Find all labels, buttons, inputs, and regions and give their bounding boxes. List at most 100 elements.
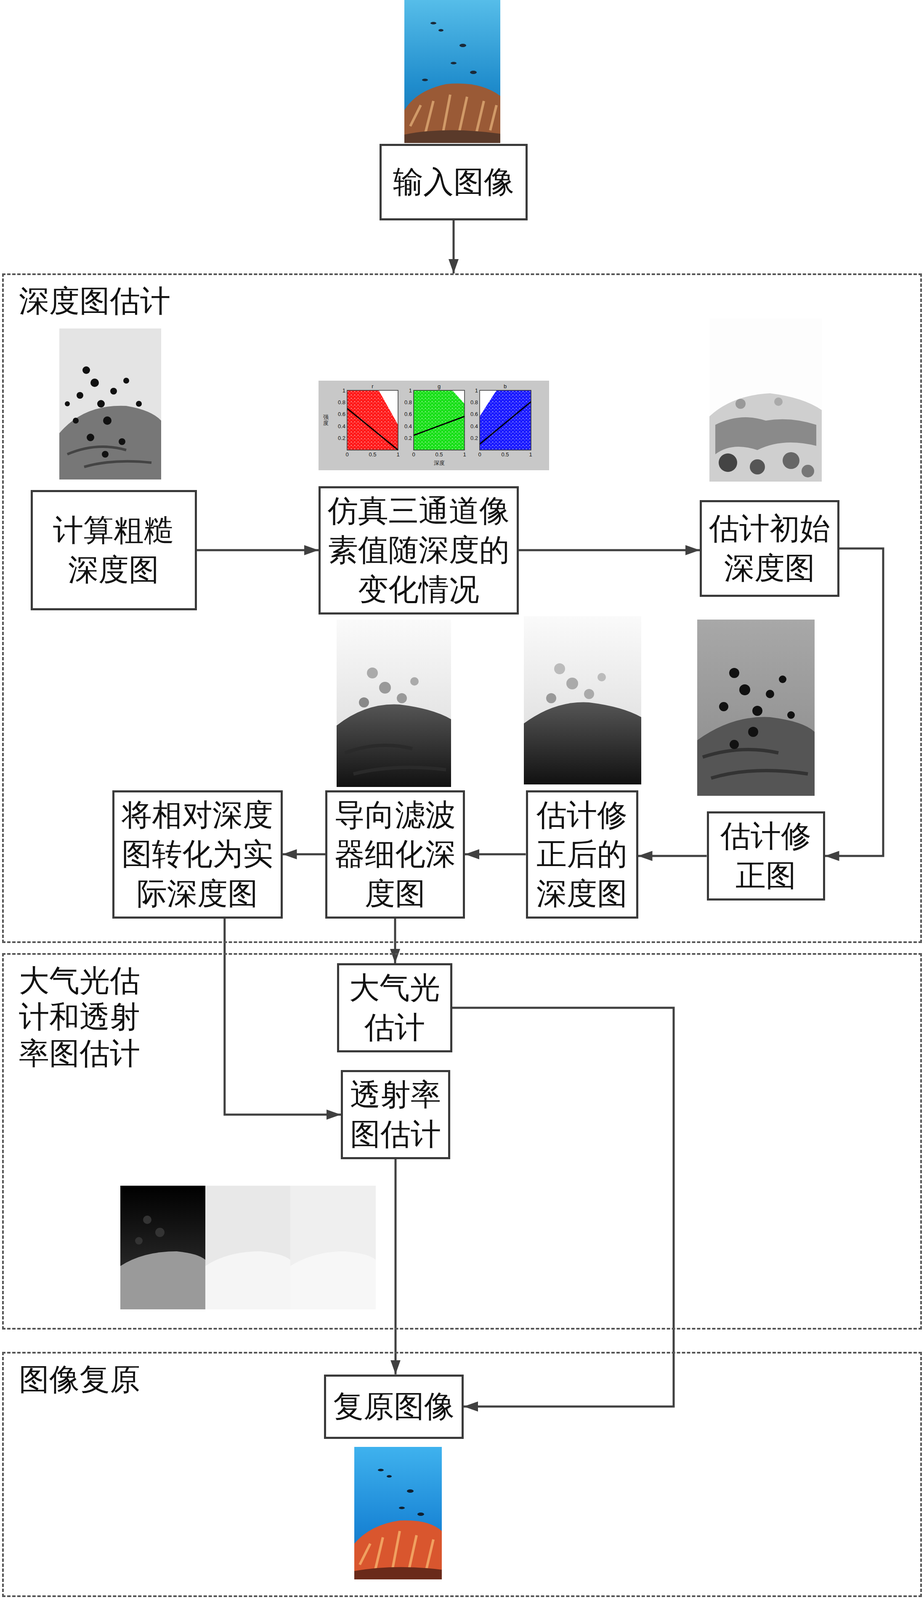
coarse-depth-map-part bbox=[101, 451, 109, 458]
channel-scatter-plots-part bbox=[479, 390, 532, 451]
correction-map-part bbox=[748, 727, 759, 738]
coarse-depth-map bbox=[59, 328, 162, 480]
axis-tick: 1 bbox=[408, 387, 412, 394]
axis-tick: 1 bbox=[462, 451, 466, 458]
axis-tick: 0.6 bbox=[470, 411, 478, 417]
transmission-maps-part bbox=[120, 1186, 206, 1310]
initial-depth-map bbox=[709, 318, 822, 482]
coarse-depth-map-part bbox=[72, 417, 79, 424]
box-text: 导向滤波 器细化深 度图 bbox=[334, 795, 456, 914]
axis-tick: 0.4 bbox=[337, 423, 346, 430]
guided-filter-depth-map-part bbox=[358, 697, 370, 708]
correction-map-part bbox=[702, 749, 808, 779]
process-box: 将相对深度 图转化为实 际深度图 bbox=[112, 790, 283, 919]
box-text: 估计修 正图 bbox=[720, 816, 812, 896]
coarse-depth-map-part bbox=[97, 400, 105, 408]
correction-map-part bbox=[697, 619, 815, 797]
axis-tick: 0.8 bbox=[337, 399, 346, 406]
flow-arrow bbox=[518, 549, 700, 552]
restored-photo-part bbox=[386, 1475, 392, 1479]
channel-scatter-plots-part bbox=[413, 390, 465, 451]
channel-scatter-plots-part bbox=[413, 390, 465, 451]
process-box: 计算粗糙 深度图 bbox=[30, 490, 197, 611]
flow-arrow bbox=[452, 220, 455, 274]
process-box: 估计修 正后的 深度图 bbox=[525, 790, 639, 919]
coarse-depth-map-part bbox=[123, 377, 130, 384]
coarse-depth-map-part bbox=[64, 401, 70, 407]
axis-tick: 0 bbox=[477, 451, 481, 458]
channel-scatter-plots-part bbox=[347, 390, 399, 451]
channel-scatter-plots bbox=[318, 380, 550, 471]
guided-filter-depth-map-part bbox=[336, 619, 452, 788]
channel-scatter-plots-part bbox=[479, 390, 532, 451]
coarse-depth-map-part bbox=[82, 366, 91, 375]
corrected-depth-map-part bbox=[597, 673, 606, 682]
flow-arrow bbox=[282, 853, 326, 856]
transmission-maps-part bbox=[143, 1216, 152, 1225]
box-text: 计算粗糙 深度图 bbox=[53, 510, 175, 590]
axis-tick: 0.2 bbox=[470, 435, 478, 441]
input-photo-part bbox=[438, 29, 444, 32]
guided-filter-depth-map bbox=[336, 619, 452, 788]
guided-filter-depth-map-part bbox=[410, 677, 419, 686]
region-heading: 图像复原 bbox=[18, 1361, 141, 1398]
coarse-depth-map-part bbox=[67, 446, 152, 468]
channel-scatter-plots-part bbox=[479, 401, 532, 445]
input-photo bbox=[404, 0, 501, 144]
input-photo-part bbox=[430, 21, 437, 25]
channel-scatter-plots-part bbox=[413, 390, 465, 451]
channel-scatter-plots-part bbox=[318, 380, 550, 471]
initial-depth-map-part bbox=[709, 318, 822, 482]
correction-map-part bbox=[739, 684, 751, 696]
restored-photo-part bbox=[354, 1521, 442, 1580]
box-text: 估计修 正后的 深度图 bbox=[536, 795, 628, 914]
initial-depth-map-part bbox=[774, 397, 783, 407]
initial-depth-map-part bbox=[718, 453, 738, 473]
initial-depth-map-part bbox=[715, 417, 817, 455]
axis-tick: 0.6 bbox=[337, 411, 346, 417]
initial-depth-map-part bbox=[709, 393, 822, 482]
coarse-depth-map-part bbox=[135, 400, 142, 407]
process-box: 导向滤波 器细化深 度图 bbox=[325, 790, 465, 919]
transmission-maps-part bbox=[290, 1251, 376, 1310]
axis-tick: 0 bbox=[345, 451, 349, 458]
correction-map bbox=[697, 619, 815, 797]
correction-map-part bbox=[719, 702, 729, 712]
axis-tick: 0.4 bbox=[470, 423, 478, 430]
restored-photo-part bbox=[398, 1507, 405, 1510]
corrected-depth-map-part bbox=[584, 689, 595, 700]
axis-tick: 1 bbox=[342, 387, 346, 394]
initial-depth-map-part bbox=[749, 459, 765, 475]
guided-filter-depth-map-part bbox=[336, 704, 452, 788]
flow-arrow bbox=[394, 918, 397, 964]
region-heading: 深度图估计 bbox=[18, 282, 171, 319]
input-photo-part bbox=[404, 83, 501, 144]
corrected-depth-map-part bbox=[566, 677, 579, 690]
guided-filter-depth-map-part bbox=[345, 745, 447, 775]
axis-tick: 0.8 bbox=[404, 399, 412, 406]
guided-filter-depth-map-part bbox=[379, 682, 391, 694]
box-text: 复原图像 bbox=[333, 1387, 455, 1427]
transmission-maps-part bbox=[205, 1186, 291, 1310]
restored-photo-part bbox=[377, 1469, 384, 1472]
correction-map-part bbox=[729, 740, 739, 750]
axis-tick: 0.5 bbox=[435, 451, 443, 458]
process-box: 复原图像 bbox=[323, 1375, 464, 1440]
channel-scatter-plots-part bbox=[347, 390, 399, 451]
corrected-depth-map-part bbox=[554, 663, 566, 675]
restored-photo-part bbox=[354, 1567, 442, 1580]
axis-tick: 0.8 bbox=[470, 399, 478, 406]
coarse-depth-map-part bbox=[110, 387, 117, 395]
axis-tick: 1 bbox=[528, 451, 532, 458]
panel-title: b bbox=[503, 383, 507, 390]
guided-filter-depth-map-part bbox=[396, 693, 407, 704]
box-text: 输入图像 bbox=[392, 162, 515, 202]
corrected-depth-map-part bbox=[523, 702, 642, 785]
guided-filter-depth-map-part bbox=[366, 667, 378, 679]
axis-title: 深度 bbox=[433, 460, 445, 466]
coarse-depth-map-part bbox=[76, 392, 84, 399]
corrected-depth-map bbox=[523, 616, 642, 785]
axis-tick: 0.4 bbox=[404, 423, 412, 430]
restored-photo-part bbox=[354, 1447, 442, 1580]
